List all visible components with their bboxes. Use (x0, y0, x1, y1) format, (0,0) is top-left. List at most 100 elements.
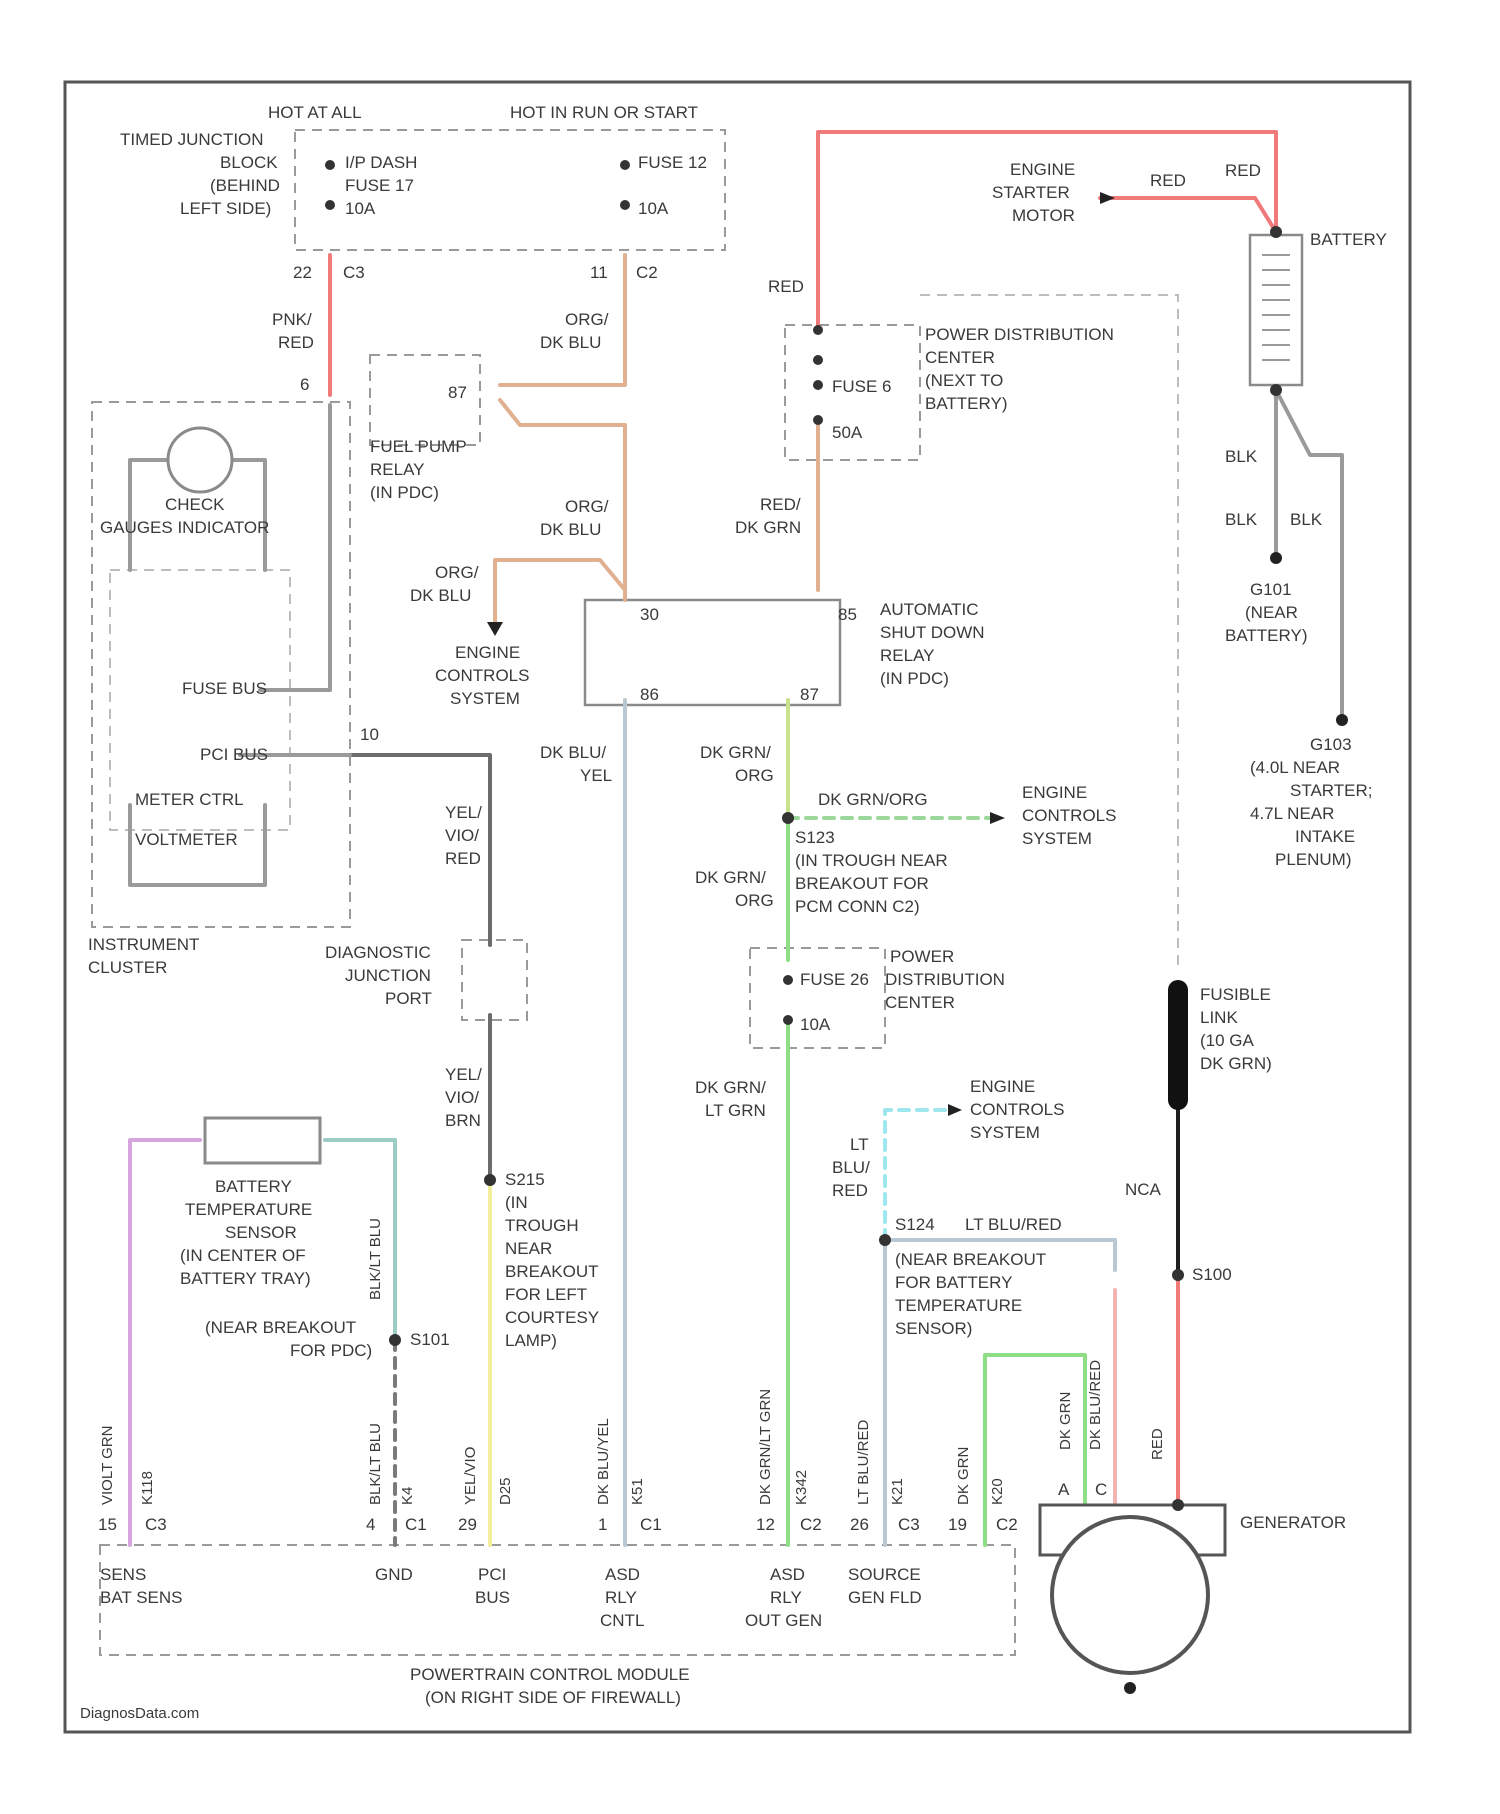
label-fuelpump-2: RELAY (370, 460, 425, 479)
label-pin-12: 12 (756, 1515, 775, 1534)
label-s123-1: S123 (795, 828, 835, 847)
label-nca: NCA (1125, 1180, 1162, 1199)
label-pcm-2: (ON RIGHT SIDE OF FIREWALL) (425, 1688, 681, 1707)
label-pin-c3c: C3 (898, 1515, 920, 1534)
label-generator: GENERATOR (1240, 1513, 1346, 1532)
wire-blk-ltblu-top (325, 1140, 395, 1340)
label-pw-5c: K342 (793, 1470, 810, 1505)
label-s124-3: TEMPERATURE (895, 1296, 1022, 1315)
label-pin-19: 19 (948, 1515, 967, 1534)
label-w-ltgrn: LT GRN (705, 1101, 766, 1120)
label-fuse6-2: 50A (832, 423, 863, 442)
label-tipm-3: (BEHIND (210, 176, 280, 195)
label-g103-4: 4.7L NEAR (1250, 804, 1334, 823)
label-fl-4: DK GRN) (1200, 1054, 1272, 1073)
label-pw-7: DK GRN (955, 1447, 972, 1505)
label-w-dkgrn-c: DK GRN/ (695, 868, 766, 887)
label-pin-c1a: C1 (405, 1515, 427, 1534)
label-ecs-b2: CONTROLS (1022, 806, 1116, 825)
label-pcm-asd1: ASD (605, 1565, 640, 1584)
label-starter-2: STARTER (992, 183, 1070, 202)
label-g103-3: STARTER; (1290, 781, 1373, 800)
label-w-lt: LT (850, 1135, 869, 1154)
label-ecs-c1: ENGINE (970, 1077, 1035, 1096)
label-fuse17-3: 10A (345, 199, 376, 218)
label-w-yel-b: YEL/ (445, 1065, 482, 1084)
label-pin-1: 1 (598, 1515, 607, 1534)
battery-cells (1262, 255, 1290, 360)
label-pcm-out1: ASD (770, 1565, 805, 1584)
label-w-red-c: RED/ (760, 495, 801, 514)
label-ecs-c3: SYSTEM (970, 1123, 1040, 1142)
label-pin-c3b: C3 (145, 1515, 167, 1534)
label-asd-2: SHUT DOWN (880, 623, 985, 642)
label-fusebus: FUSE BUS (182, 679, 267, 698)
generator-icon (1052, 1517, 1208, 1673)
battery-box (1250, 235, 1302, 385)
label-pin-6: 6 (300, 375, 309, 394)
label-w-vio-a: VIO/ (445, 826, 479, 845)
label-pw-5: DK GRN/LT GRN (757, 1389, 774, 1505)
label-pin-10: 10 (360, 725, 379, 744)
label-fuse26-1: FUSE 26 (800, 970, 869, 989)
label-g103-1: G103 (1310, 735, 1352, 754)
label-ecs-b1: ENGINE (1022, 783, 1087, 802)
label-ecs-a2: CONTROLS (435, 666, 529, 685)
battery-temp-sensor-body (205, 1118, 320, 1163)
label-ecs-a1: ENGINE (455, 643, 520, 662)
label-s215-3: TROUGH (505, 1216, 579, 1235)
label-w-yel-c: YEL (580, 766, 612, 785)
label-g103-2: (4.0L NEAR (1250, 758, 1340, 777)
label-asd-86: 86 (640, 685, 659, 704)
label-s124-2: FOR BATTERY (895, 1273, 1012, 1292)
label-w-dkblu-c: DK BLU (410, 586, 471, 605)
label-djp-3: PORT (385, 989, 432, 1008)
label-battery: BATTERY (1310, 230, 1387, 249)
label-asd-3: RELAY (880, 646, 935, 665)
label-pw-8: DK GRN (1057, 1392, 1074, 1450)
label-pdc-3: (NEXT TO (925, 371, 1003, 390)
label-fuse12-1: FUSE 12 (638, 153, 707, 172)
label-pw-3: YEL/VIO (462, 1447, 479, 1505)
label-w-org-a: ORG/ (565, 310, 609, 329)
label-gen-c: C (1095, 1480, 1107, 1499)
label-tipm-1: TIMED JUNCTION (120, 130, 264, 149)
label-w-org-b: ORG/ (565, 497, 609, 516)
label-g101-2: (NEAR (1245, 603, 1298, 622)
label-s124-1: (NEAR BREAKOUT (895, 1250, 1046, 1269)
label-w-yel-a: YEL/ (445, 803, 482, 822)
label-pcm-pci2: BUS (475, 1588, 510, 1607)
label-pdc-2: CENTER (925, 348, 995, 367)
label-s215-5: BREAKOUT (505, 1262, 599, 1281)
label-s124: S124 (895, 1215, 935, 1234)
label-s1xx-1: (NEAR BREAKOUT (205, 1318, 356, 1337)
watermark: DiagnosData.com (80, 1705, 199, 1722)
label-fl-1: FUSIBLE (1200, 985, 1271, 1004)
label-w-vio-b: VIO/ (445, 1088, 479, 1107)
label-ecs-a3: SYSTEM (450, 689, 520, 708)
label-g103-5: INTAKE (1295, 827, 1355, 846)
label-hot-at-all: HOT AT ALL (268, 103, 362, 122)
label-pin-4: 4 (366, 1515, 375, 1534)
label-s123-2: (IN TROUGH NEAR (795, 851, 948, 870)
label-pw-4: DK BLU/YEL (595, 1418, 612, 1505)
label-red-bat: RED (1225, 161, 1261, 180)
label-blkltblu-v: BLK/LT BLU (367, 1218, 384, 1300)
label-bts-4: (IN CENTER OF (180, 1246, 306, 1265)
diagnostic-junction-port-box (462, 940, 527, 1020)
wire-cluster-a (260, 405, 330, 690)
label-bts-3: SENSOR (225, 1223, 297, 1242)
label-bts-1: BATTERY (215, 1177, 292, 1196)
label-pw-9: DK BLU/RED (1087, 1360, 1104, 1450)
label-w-red-d: RED (832, 1181, 868, 1200)
label-pw-4c: K51 (629, 1478, 646, 1505)
label-pcm-gnd: GND (375, 1565, 413, 1584)
label-g101-1: G101 (1250, 580, 1292, 599)
label-s215-2: (IN (505, 1193, 528, 1212)
fusible-link (1168, 980, 1188, 1110)
label-tipm-4: LEFT SIDE) (180, 199, 271, 218)
label-s100: S100 (1192, 1265, 1232, 1284)
label-w-org-c: ORG/ (435, 563, 479, 582)
label-fuelpump-1: FUEL PUMP (370, 437, 467, 456)
